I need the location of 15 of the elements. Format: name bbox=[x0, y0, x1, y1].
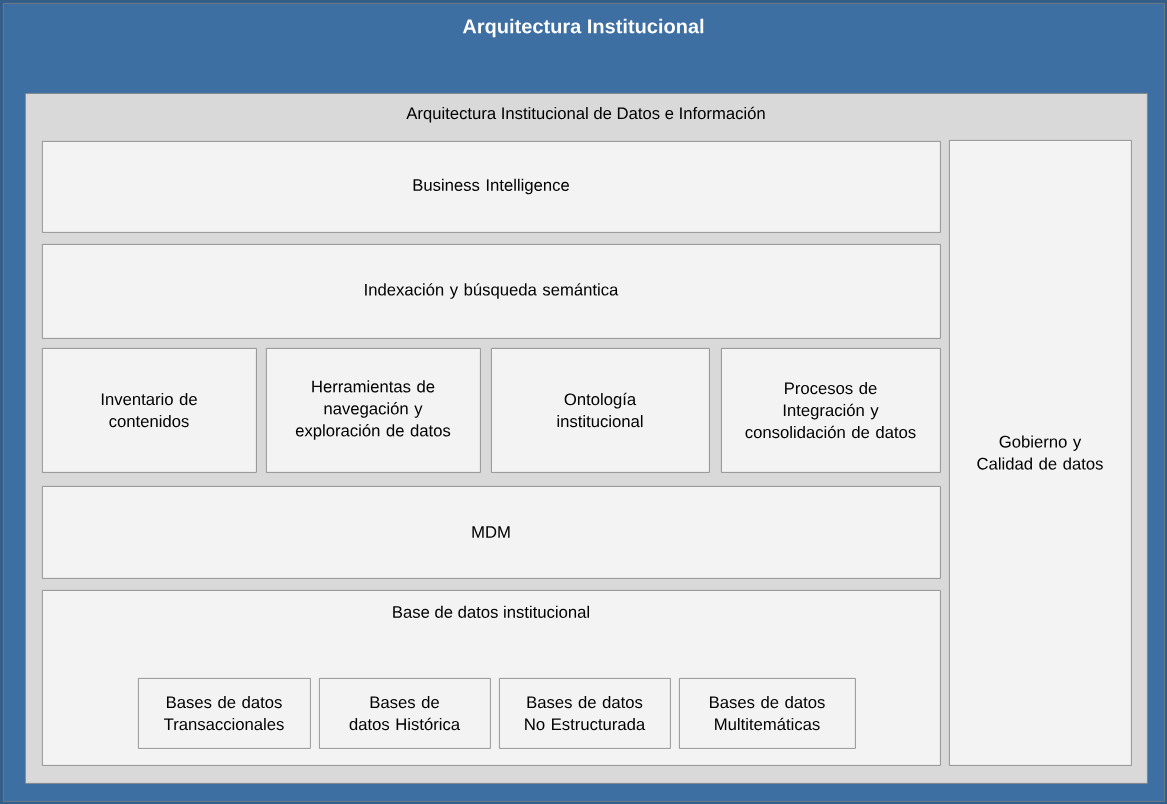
box-label: Bases de datos No Estructurada bbox=[525, 695, 646, 731]
section-heading: Arquitectura Institucional de Datos e Información bbox=[406, 106, 765, 123]
box-label: Ontología institucional bbox=[557, 392, 643, 428]
box-label: Bases de datos Transaccionales bbox=[164, 695, 284, 731]
box-label: Bases de datos Multitemáticas bbox=[710, 695, 825, 731]
box-label: Inventario de contenidos bbox=[101, 392, 197, 428]
box-label: Indexación y búsqueda semántica bbox=[365, 283, 619, 299]
box-label: Base de datos institucional bbox=[393, 605, 589, 618]
box-label: MDM bbox=[472, 526, 510, 538]
box-label: Gobierno y Calidad de datos bbox=[977, 435, 1103, 470]
box-label: Bases de datos Histórica bbox=[349, 695, 461, 731]
title-text: Arquitectura Institucional bbox=[462, 18, 704, 38]
box-label: Herramientas de navegación y exploración de datos bbox=[295, 380, 451, 440]
box-label: Procesos de Integración y consolidación de datos bbox=[745, 381, 916, 439]
box-label: Business Intelligence bbox=[413, 178, 569, 195]
